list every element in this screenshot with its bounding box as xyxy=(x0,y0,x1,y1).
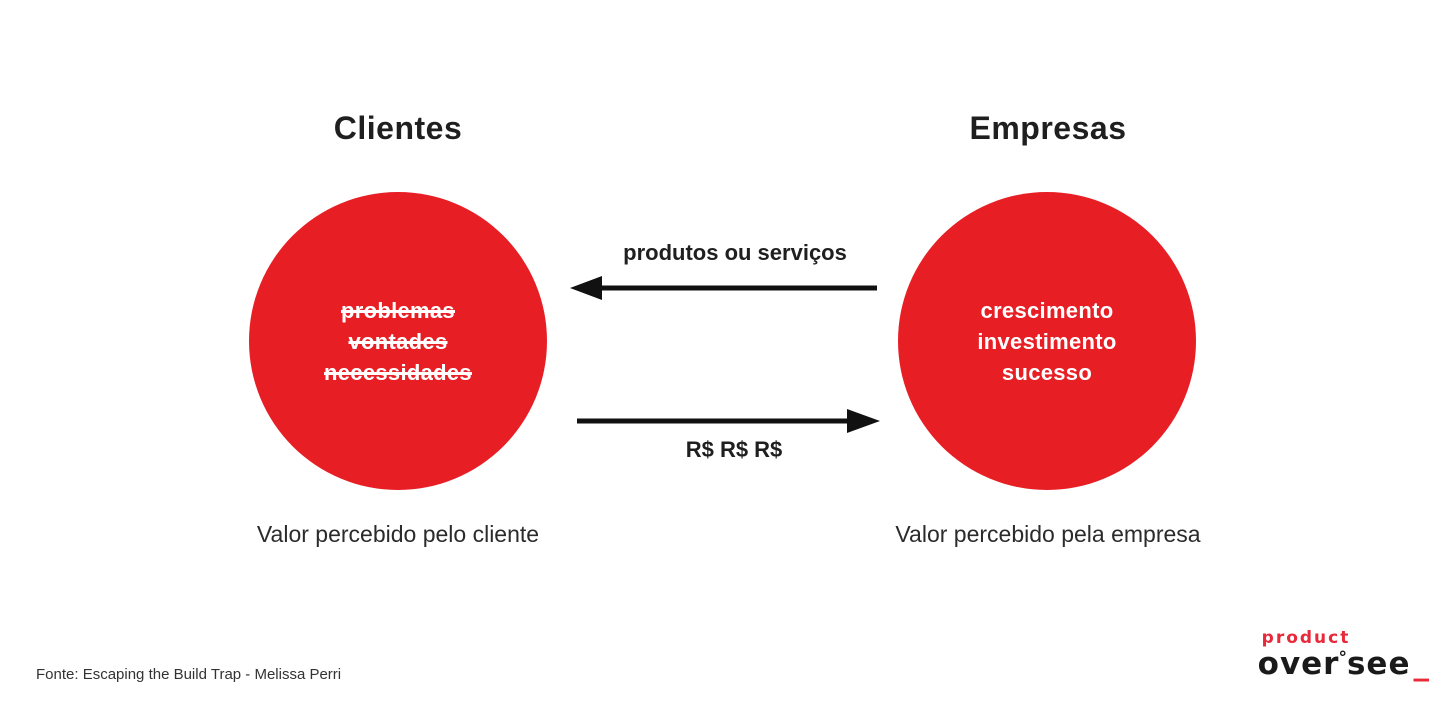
logo-ring-icon: ° xyxy=(1338,648,1348,668)
clientes-caption: Valor percebido pelo cliente xyxy=(256,521,540,547)
products-arrow-label: produtos ou serviços xyxy=(623,240,847,265)
product-oversee-logo: product over°see_ xyxy=(1258,630,1430,680)
logo-oversee-part1: over xyxy=(1257,646,1340,682)
money-arrow-label: R$ R$ R$ xyxy=(685,437,783,462)
clientes-circle-item-necessidades: necessidades xyxy=(324,359,472,385)
logo-oversee-part2: see xyxy=(1346,646,1411,682)
source-note: Fonte: Escaping the Build Trap - Melissa… xyxy=(36,666,342,683)
empresas-circle-item-investimento: investimento xyxy=(977,328,1117,354)
logo-product-text: product xyxy=(1261,628,1351,648)
empresas-circle: crescimento investimento sucesso xyxy=(898,192,1196,490)
clientes-circle: problemas vontades necessidades xyxy=(249,192,547,490)
clientes-circle-item-vontades: vontades xyxy=(348,328,448,354)
money-arrow-right-icon xyxy=(577,409,880,433)
logo-oversee-text: over°see_ xyxy=(1258,649,1430,680)
clientes-title: Clientes xyxy=(333,110,463,146)
empresas-circle-item-sucesso: sucesso xyxy=(1001,359,1093,385)
products-arrow-left-icon xyxy=(570,276,877,300)
empresas-caption: Valor percebido pela empresa xyxy=(895,521,1201,547)
clientes-circle-item-problemas: problemas xyxy=(341,297,455,323)
empresas-circle-item-crescimento: crescimento xyxy=(980,297,1114,323)
logo-underscore: _ xyxy=(1413,646,1430,682)
empresas-title: Empresas xyxy=(969,110,1127,146)
